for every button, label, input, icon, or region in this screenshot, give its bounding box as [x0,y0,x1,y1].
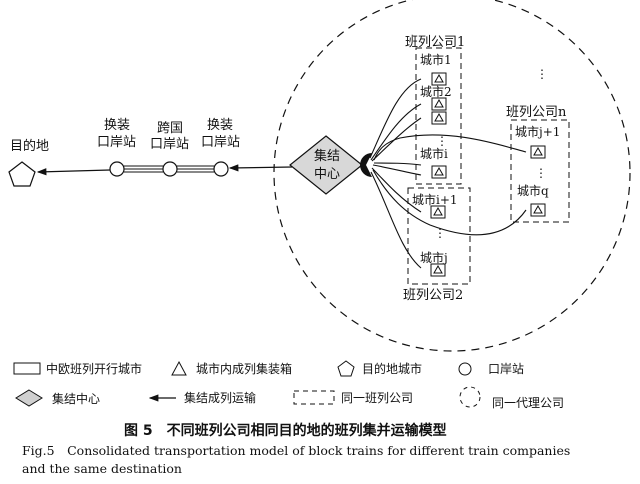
city-j-label: 城市j [420,250,448,265]
legend-same-company-text: 同一班列公司 [341,391,413,405]
hub-to-port-line [228,164,293,172]
company-1-ellipsis: ⋮ [436,134,448,148]
company-n-label: 班列公司n [506,105,567,120]
port-2-label-bottom: 口岸站 [150,137,189,152]
city-q-label: 城市q [517,183,549,198]
city-1-label: 城市1 [420,52,452,67]
container-city-2b-icon [431,111,447,125]
hub-label-top: 集结 [314,148,340,164]
between-groups-ellipsis: ⋮ [536,67,548,81]
legend-container-triangle-icon [171,360,187,376]
company-1-dashed-box [415,47,462,185]
company-2-label: 班列公司2 [403,288,463,303]
city-i1-label: 城市i+1 [412,192,458,207]
port-2-label-top: 跨国 [157,121,183,136]
port-link-lines [124,165,214,173]
legend-dashed-circle-icon [459,386,481,408]
legend-dest-city-text: 目的地城市 [362,361,422,376]
container-city-1-icon [431,72,447,86]
port-1-label-top: 换装 [104,118,130,133]
legend-city-text: 中欧班列开行城市 [46,361,142,376]
hub-entry-arrow [360,153,372,177]
legend: 中欧班列开行城市 城市内成列集装箱 目的地城市 口岸站 集结中心 集结成列运输 … [13,360,564,410]
company-n-ellipsis: ⋮ [535,166,547,180]
legend-hub-text: 集结中心 [52,391,100,406]
legend-port-circle-icon [458,362,472,376]
agent-boundary-circle [273,0,631,352]
port-to-destination-line [36,168,111,176]
caption-en-line1: Fig.5 Consolidated transportation model … [22,443,570,458]
hub-label-bottom: 中心 [314,167,340,182]
container-city-j-icon [430,263,446,277]
destination-node [8,161,36,187]
destination-label: 目的地 [10,138,49,154]
legend-container-text: 城市内成列集装箱 [196,361,292,376]
caption-en-line2: and the same destination [22,461,182,476]
container-city-q-icon [530,203,546,217]
legend-same-agent-text: 同一代理公司 [492,396,564,410]
city-j1-label: 城市j+1 [515,124,560,139]
container-city-2a-icon [431,97,447,111]
port-3-label-bottom: 口岸站 [201,135,240,150]
port-station-cross-border [162,161,178,177]
company-1-label: 班列公司1 [405,35,465,50]
port-station-transfer-1 [109,161,125,177]
company-2-ellipsis: ⋮ [434,226,446,240]
legend-transport-text: 集结成列运输 [184,390,256,405]
container-city-i-icon [431,165,447,179]
port-station-transfer-2 [213,161,229,177]
caption-cn: 图 5 不同班列公司相同目的地的班列集并运输模型 [124,422,447,439]
legend-dashed-rect-icon [293,390,335,405]
city-2-label: 城市2 [420,84,452,99]
legend-pentagon-icon [337,360,355,377]
consolidation-flow-lines [369,78,527,269]
consolidation-hub-node [289,135,363,195]
city-i-label: 城市i [420,146,448,161]
legend-port-text: 口岸站 [488,362,524,376]
company-2-dashed-box [407,187,471,285]
legend-hub-diamond-icon [15,389,43,407]
container-city-i1-icon [430,205,446,219]
port-1-label-bottom: 口岸站 [97,135,136,150]
container-city-j1-icon [530,145,546,159]
legend-city-rect-icon [13,362,41,375]
port-3-label-top: 换装 [207,118,233,133]
